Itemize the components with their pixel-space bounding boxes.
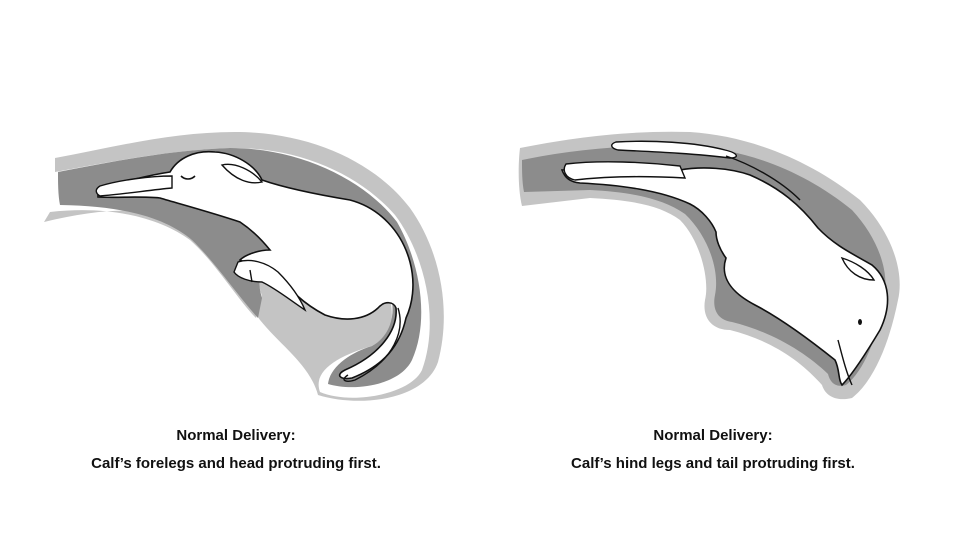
calf-ear bbox=[220, 163, 264, 184]
panel-hindlegs-first: Normal Delivery: Calf’s hind legs and ta… bbox=[480, 0, 960, 540]
calf-hindlegs-tail-first-illustration bbox=[518, 131, 900, 400]
birth-canal-outer-wall bbox=[44, 132, 444, 401]
panel-forelegs-first: Normal Delivery: Calf’s forelegs and hea… bbox=[44, 132, 444, 472]
caption-description: Calf’s forelegs and head protruding firs… bbox=[91, 455, 381, 472]
caption-title: Normal Delivery: bbox=[176, 427, 296, 444]
calf-foreleg bbox=[95, 175, 173, 197]
caption-title: Normal Delivery: bbox=[653, 427, 773, 444]
calf-forelegs-head-first-illustration bbox=[44, 132, 444, 401]
calf-eye bbox=[180, 175, 196, 180]
calf-body bbox=[560, 167, 889, 387]
calf-foreleg bbox=[837, 339, 853, 386]
calf-tail bbox=[343, 307, 401, 382]
calf-hoof-line bbox=[249, 269, 253, 283]
calf-ear bbox=[840, 256, 876, 281]
calf-back-line bbox=[725, 155, 801, 201]
calf-eye bbox=[858, 319, 862, 325]
caption-description: Calf’s hind legs and tail protruding fir… bbox=[571, 455, 855, 472]
calf-hind-leg bbox=[563, 161, 687, 181]
calf-hind-leg bbox=[233, 259, 307, 312]
